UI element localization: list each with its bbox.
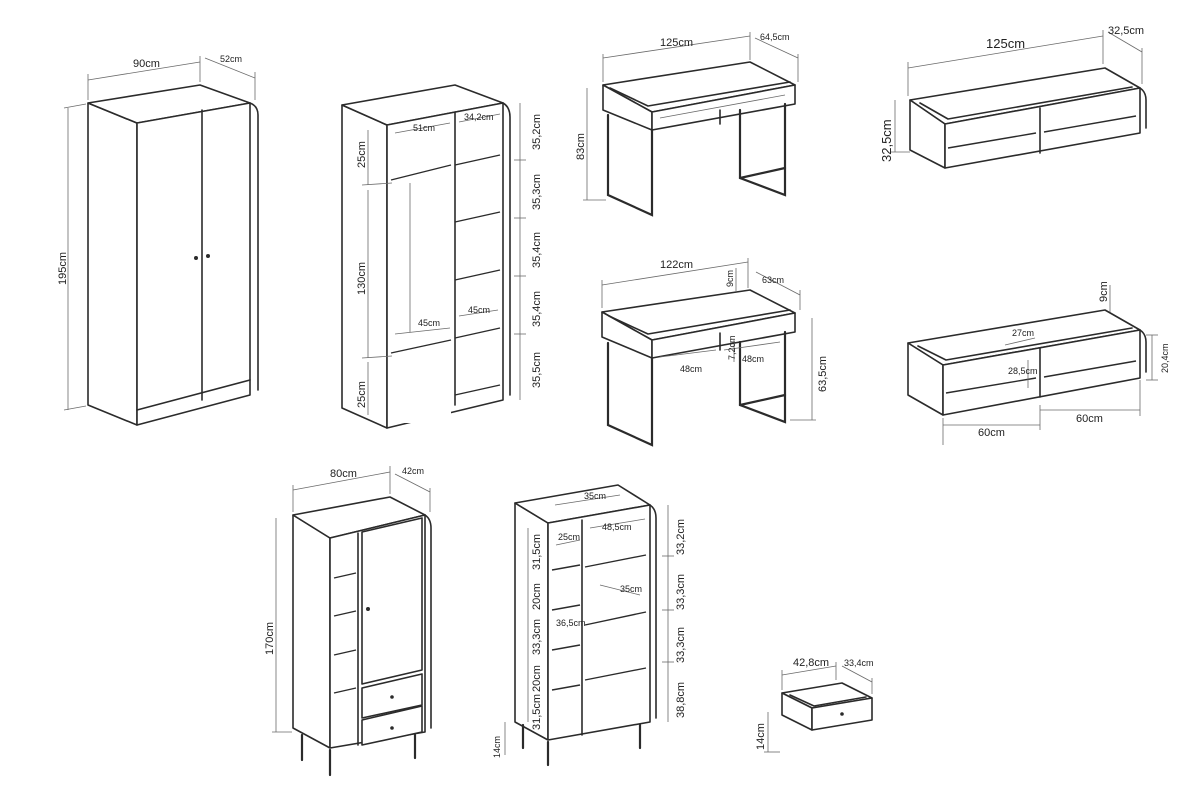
interior-hanging-label: 130cm: [356, 262, 368, 295]
bookcase-right-2-label: 33,3cm: [675, 574, 687, 610]
wall-shelf-bottom: 27cm 28,5cm 9cm 20,4cm 60cm 60cm: [907, 281, 1170, 445]
bookcase-right-4-label: 38,8cm: [675, 682, 687, 718]
shelf-top-height-label: 32,5cm: [879, 119, 894, 162]
shelf-top-width-label: 125cm: [986, 36, 1025, 51]
wardrobe-small-height-label: 170cm: [264, 622, 276, 655]
shelf-bottom-riser-label: 9cm: [1098, 281, 1110, 302]
wardrobe-height-label: 195cm: [57, 252, 69, 285]
shelf-bottom-depth-label: 27cm: [1012, 328, 1034, 338]
wardrobe-2door: 90cm 52cm 195cm: [57, 54, 259, 426]
desk-small-width-label: 122cm: [660, 259, 693, 271]
desk-small-depth-label: 63cm: [762, 275, 784, 285]
bookcase-left-col-label: 25cm: [558, 532, 580, 542]
shelf-bottom-left-width-label: 60cm: [978, 427, 1005, 439]
wardrobe-width-label: 90cm: [133, 58, 160, 70]
shelf-4-label: 35,4cm: [531, 291, 543, 327]
desk-large: 125cm 64,5cm 83cm: [575, 32, 799, 217]
desk-large-height-label: 83cm: [575, 133, 587, 160]
wardrobe-depth-label: 52cm: [220, 54, 242, 64]
bookcase-right-3-label: 33,3cm: [675, 627, 687, 663]
interior-right-width-label: 34,2cm: [464, 112, 494, 122]
desk-small-drawer-right-label: 48cm: [742, 354, 764, 364]
bookcase-left-5-label: 31,5cm: [531, 694, 543, 730]
bookcase-inner-width-label: 48,5cm: [602, 522, 632, 532]
interior-top-gap-label: 25cm: [356, 141, 368, 168]
bookcase-left-4-label: 20cm: [531, 665, 543, 692]
shelf-5-label: 35,5cm: [531, 352, 543, 388]
wardrobe-small: 80cm 42cm 170cm: [264, 466, 432, 777]
shelf-top-depth-label: 32,5cm: [1108, 25, 1144, 37]
bookcase-depth-mark-label: 36,5cm: [556, 618, 586, 628]
wall-shelf-top: 125cm 32,5cm 32,5cm: [879, 25, 1147, 169]
desk-small-drawer-height-label: 7,2cm: [727, 335, 737, 360]
desk-small: 48cm 48cm 7,2cm 122cm 63cm 9cm 63,5cm: [601, 258, 829, 447]
interior-left-width-label: 51cm: [413, 123, 435, 133]
bookcase-right-shelf-label: 35cm: [620, 584, 642, 594]
rail-depth-right-label: 45cm: [468, 305, 490, 315]
drawer-unit: 42,8cm 33,4cm 14cm: [755, 657, 874, 753]
shelf-3-label: 35,4cm: [531, 232, 543, 268]
shelf-2-label: 35,3cm: [531, 174, 543, 210]
bookcase: 35cm 48,5cm 25cm 35cm 36,5cm 31,5cm 20cm…: [492, 484, 687, 767]
shelf-bottom-height-label: 20,4cm: [1160, 343, 1170, 373]
drawer-width-label: 42,8cm: [793, 657, 829, 669]
interior-bottom-gap-label: 25cm: [356, 381, 368, 408]
rail-depth-left-label: 45cm: [418, 318, 440, 328]
desk-large-depth-label: 64,5cm: [760, 32, 790, 42]
bookcase-left-2-label: 20cm: [531, 583, 543, 610]
drawer-depth-label: 33,4cm: [844, 658, 874, 668]
bookcase-leg-height-label: 14cm: [492, 736, 502, 758]
wardrobe-interior: 51cm 34,2cm 45cm 45cm 25cm 130cm 25cm 35…: [341, 84, 543, 429]
desk-large-width-label: 125cm: [660, 37, 693, 49]
shelf-bottom-right-width-label: 60cm: [1076, 413, 1103, 425]
desk-small-drawer-left-label: 48cm: [680, 364, 702, 374]
bookcase-top-inner-label: 35cm: [584, 491, 606, 501]
wardrobe-small-depth-label: 42cm: [402, 466, 424, 476]
wardrobe-small-width-label: 80cm: [330, 468, 357, 480]
bookcase-left-3-label: 33,3cm: [531, 619, 543, 655]
bookcase-left-1-label: 31,5cm: [531, 534, 543, 570]
shelf-1-label: 35,2cm: [531, 114, 543, 150]
bookcase-right-1-label: 33,2cm: [675, 519, 687, 555]
drawer-height-label: 14cm: [755, 723, 767, 750]
desk-small-riser-label: 9cm: [725, 270, 735, 287]
shelf-bottom-inner-height-label: 28,5cm: [1008, 366, 1038, 376]
desk-small-height-label: 63,5cm: [817, 356, 829, 392]
